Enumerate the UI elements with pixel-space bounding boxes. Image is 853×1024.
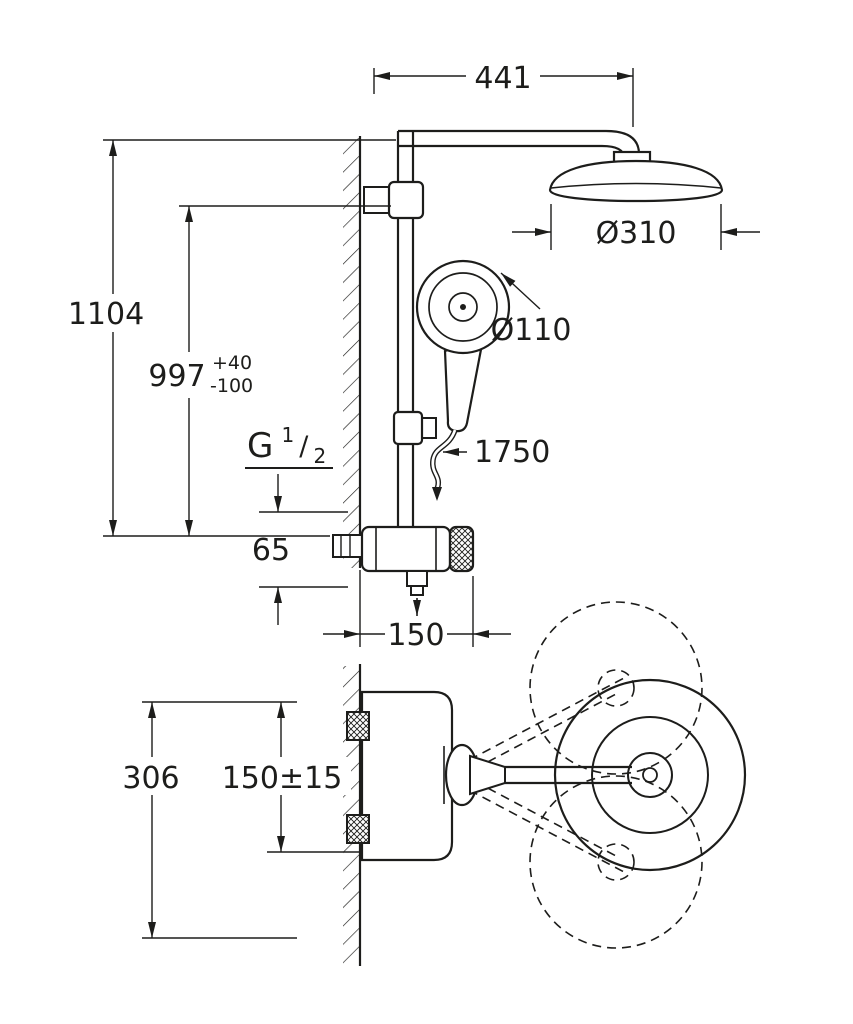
dim-306: 306 — [113, 701, 297, 939]
supply-connection-upper — [346, 711, 370, 741]
hand-shower — [415, 259, 511, 433]
supply-fitting — [332, 534, 363, 558]
dim-150: 150 — [323, 570, 511, 653]
dim-1104: 1104 — [64, 139, 396, 537]
dim-110: Ø110 — [491, 272, 572, 348]
dim-150-15: 150±15 — [213, 702, 359, 853]
head-shower-rim — [550, 182, 722, 189]
shower-hose — [430, 428, 458, 501]
dim-label-997-tol-plus: +40 — [212, 352, 252, 374]
swivel-position-upper — [529, 601, 703, 775]
thread-label-g-half: G 1 / 2 — [245, 423, 333, 469]
shower-arm-plan — [444, 678, 747, 872]
plan-view: 306 150±15 — [113, 601, 747, 966]
svg-text:G 1 /: G 1 / 2 — [247, 423, 326, 468]
leader-110 — [500, 272, 541, 310]
supply-connection-lower — [346, 814, 370, 844]
thermostat — [332, 525, 475, 616]
thread-slash: / — [299, 431, 309, 462]
hand-shower-holder — [392, 410, 437, 446]
dim-label-150: 150 — [387, 618, 444, 653]
dim-997: 997 +40 -100 — [141, 205, 391, 536]
dim-65: 65 — [252, 474, 348, 625]
head-shower-plan-hub — [627, 752, 673, 798]
thread-numerator: 1 — [281, 423, 294, 447]
arm-cone — [469, 754, 506, 796]
dim-441: 441 — [373, 58, 634, 127]
dim-label-306: 306 — [122, 761, 179, 796]
dim-label-150-15: 150±15 — [222, 761, 343, 796]
head-shower-plan-inner — [591, 716, 709, 834]
front-elevation-view: 441 Ø310 Ø110 1104 997 — [64, 58, 760, 653]
shower-arm — [398, 129, 652, 166]
dim-label-441: 441 — [474, 61, 531, 96]
dim-310: Ø310 — [512, 204, 760, 251]
thread-denominator: 2 — [313, 444, 326, 468]
temperature-knob — [448, 525, 475, 573]
dim-label-997: 997 — [148, 359, 205, 394]
thermostat-body-plan — [360, 690, 454, 862]
head-shower-plan-outer — [553, 678, 747, 872]
dim-label-997-tol-minus: -100 — [210, 375, 253, 397]
dim-1750: 1750 — [443, 435, 550, 470]
thermostat-plan — [346, 690, 454, 862]
bottom-outlet — [406, 570, 428, 587]
wall-bracket — [363, 180, 425, 220]
dim-label-110: Ø110 — [491, 313, 572, 348]
wall-hatching — [343, 138, 360, 568]
dim-label-65: 65 — [252, 533, 290, 568]
head-shower — [548, 159, 724, 203]
dim-label-1104: 1104 — [68, 297, 144, 332]
dim-label-310: Ø310 — [596, 216, 677, 251]
wall-front — [343, 136, 362, 568]
swivel-position-lower — [529, 775, 703, 949]
dim-label-1750: 1750 — [474, 435, 550, 470]
hose-end-arrow — [432, 487, 442, 501]
thread-g: G — [247, 426, 273, 466]
